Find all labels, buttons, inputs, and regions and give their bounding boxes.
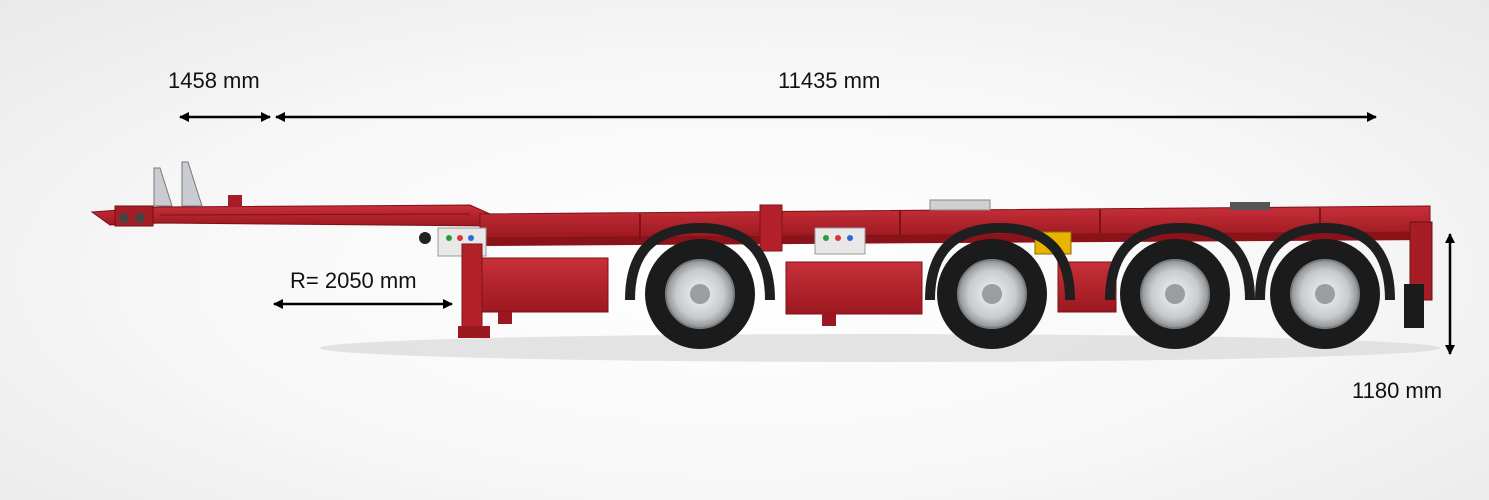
- wheel-1: [645, 239, 755, 349]
- front-frame: [90, 161, 491, 227]
- coupling-height-label: 1180 mm: [1352, 378, 1443, 403]
- fender-2: [925, 222, 1075, 301]
- fender-3: [1105, 222, 1255, 301]
- fender-1: [625, 222, 775, 301]
- wheel-3: [1120, 239, 1230, 349]
- wheel-2: [937, 239, 1047, 349]
- front-overhang-label: 1458 mm: [168, 68, 260, 93]
- side-box-middle: [785, 261, 923, 315]
- ground-shadow: [320, 334, 1440, 362]
- support-post: [822, 312, 836, 326]
- wheelbase-label: 11435 mm: [778, 68, 881, 93]
- fender-4: [1255, 222, 1395, 301]
- swing-radius-label: R= 2050 mm: [290, 268, 417, 293]
- side-box-front: [477, 257, 609, 313]
- landing-leg: [419, 232, 490, 338]
- control-box-middle: [814, 227, 866, 255]
- wheel-4: [1270, 239, 1380, 349]
